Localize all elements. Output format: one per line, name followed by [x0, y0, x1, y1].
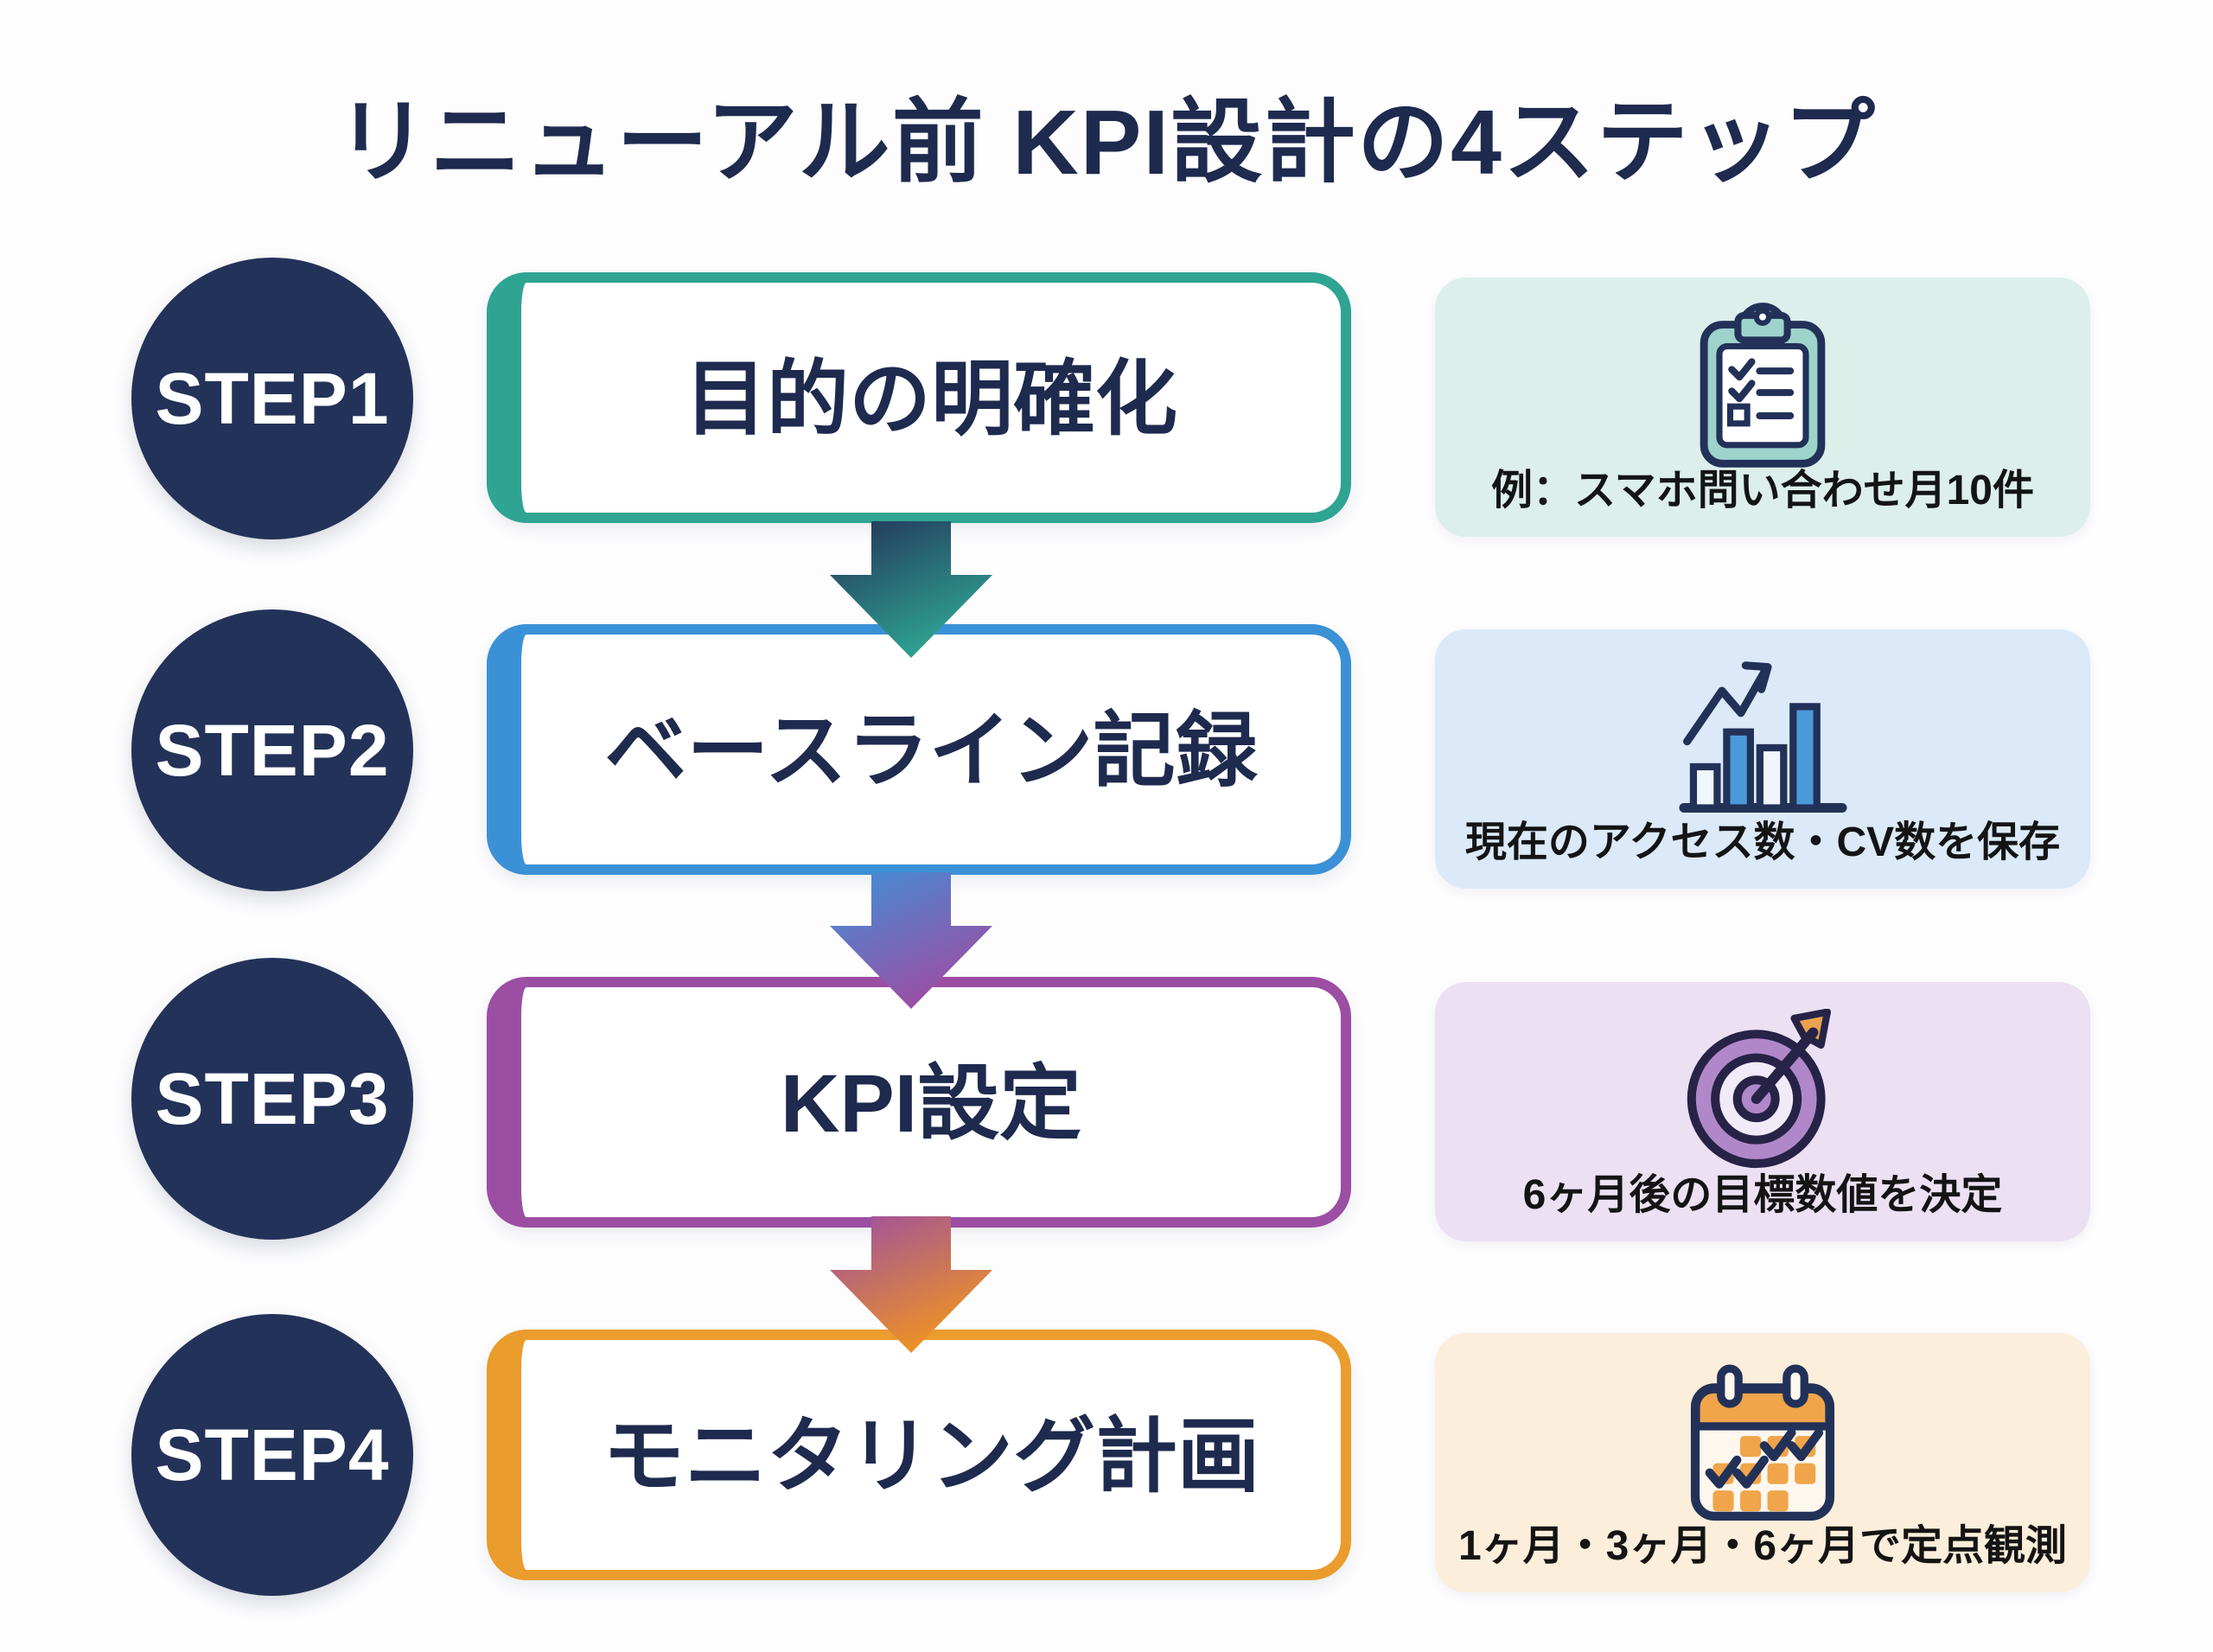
flow-arrow-step3-to-step4: [830, 1216, 992, 1353]
target-arrow-icon: [1435, 1001, 2090, 1181]
step-card-caption: 例：スマホ問い合わせ月10件: [1491, 467, 2034, 513]
step-box-label: モニタリング計画: [602, 1410, 1260, 1502]
step-box-purpose: 目的の明確化: [487, 272, 1351, 523]
step-badge-label: STEP1: [155, 357, 390, 439]
step-badge-label: STEP3: [155, 1057, 390, 1139]
step-card-2: 現在のアクセス数・CV数を保存: [1435, 629, 2090, 889]
step-box-monitoring: モニタリング計画: [487, 1330, 1351, 1580]
step-box-label: KPI設定: [780, 1057, 1082, 1150]
step-box-label: ベースライン記録: [604, 705, 1258, 797]
flow-arrow-step2-to-step3: [830, 872, 992, 1009]
step-badge-2: STEP2: [131, 609, 413, 891]
step-card-1: 例：スマホ問い合わせ月10件: [1435, 277, 2090, 537]
step-badge-1: STEP1: [131, 258, 413, 539]
step-badge-4: STEP4: [131, 1314, 413, 1596]
step-badge-label: STEP4: [155, 1413, 390, 1496]
bar-chart-growth-icon: [1435, 648, 2090, 828]
step-card-caption: 現在のアクセス数・CV数を保存: [1464, 819, 2061, 865]
calendar-check-icon: [1435, 1352, 2090, 1532]
flow-arrow-step1-to-step2: [830, 521, 992, 658]
page-title: リニューアル前 KPI設計の4ステップ: [336, 92, 1877, 194]
step-card-caption: 1ヶ月・3ヶ月・6ヶ月で定点観測: [1457, 1522, 2068, 1569]
step-card-caption: 6ヶ月後の目標数値を決定: [1522, 1171, 2003, 1218]
clipboard-checklist-icon: [1435, 297, 2090, 476]
step-box-kpi: KPI設定: [487, 977, 1351, 1228]
step-badge-label: STEP2: [155, 709, 390, 791]
step-card-3: 6ヶ月後の目標数値を決定: [1435, 982, 2090, 1241]
step-box-label: 目的の明確化: [684, 353, 1177, 445]
step-badge-3: STEP3: [131, 958, 413, 1240]
step-box-baseline: ベースライン記録: [487, 624, 1351, 875]
step-card-4: 1ヶ月・3ヶ月・6ヶ月で定点観測: [1435, 1333, 2090, 1592]
